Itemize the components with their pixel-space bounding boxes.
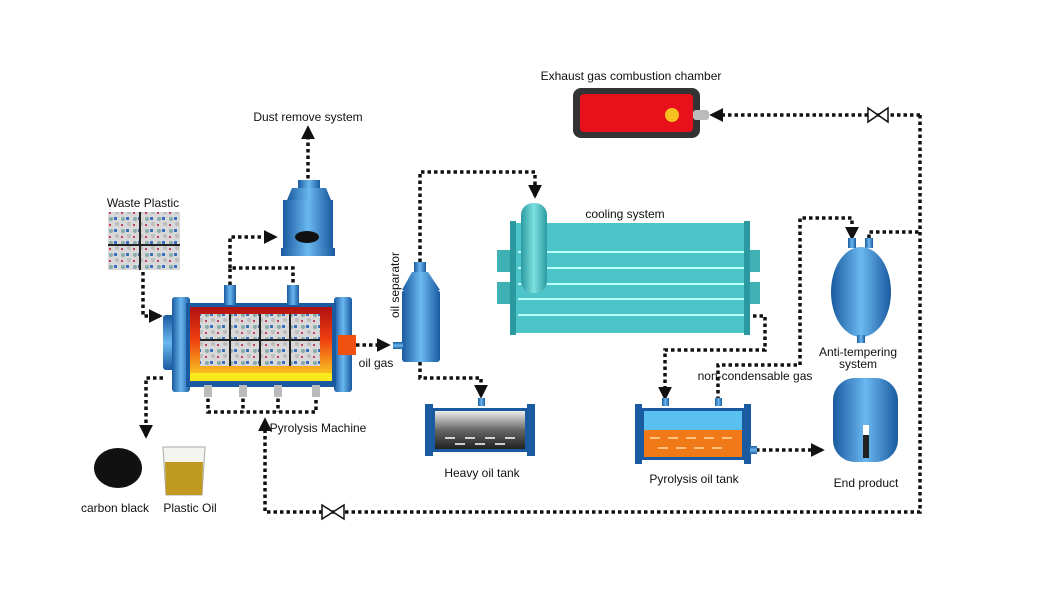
- flow-anti-tempering-out: [867, 230, 920, 238]
- flow-carbon-black: [139, 376, 163, 439]
- dust-remove-system: Dust remove system: [253, 110, 363, 256]
- cooling-label: cooling system: [585, 207, 664, 221]
- end-product-tank: End product: [833, 378, 899, 490]
- flow-to-heavy-oil: [418, 362, 488, 399]
- flow-to-pyrolysis-oil: [658, 314, 767, 401]
- exhaust-combustion-chamber: Exhaust gas combustion chamber: [541, 69, 722, 138]
- flow-non-condensable: [716, 216, 859, 400]
- flow-lines: [139, 108, 922, 514]
- waste-plastic-label: Waste Plastic: [107, 196, 179, 210]
- dust-label: Dust remove system: [253, 110, 362, 124]
- flow-burners: [206, 392, 318, 414]
- carbon-black-label: carbon black: [81, 501, 150, 515]
- anti-tempering-label-line2: system: [839, 357, 877, 371]
- flow-feed: [141, 272, 163, 323]
- cooling-system: cooling system: [497, 203, 760, 335]
- valve-icon[interactable]: [321, 503, 345, 521]
- flow-to-dust: [228, 237, 295, 285]
- flow-return-to-burners: [258, 115, 922, 514]
- pyrolysis-machine-label: Pyrolysis Machine: [270, 421, 367, 435]
- anti-tempering-label-line1: Anti-tempering: [819, 345, 897, 359]
- heavy-oil-tank: Heavy oil tank: [425, 398, 535, 480]
- pyrolysis-oil-tank: Pyrolysis oil tank non-condensable gas: [635, 369, 812, 486]
- waste-plastic: Waste Plastic: [107, 196, 180, 270]
- plastic-oil-beaker: Plastic Oil: [162, 446, 217, 515]
- flow-to-cooling: [418, 170, 542, 262]
- plastic-oil-label: Plastic Oil: [163, 501, 216, 515]
- flame-icon: [665, 108, 679, 122]
- oil-gas-label: oil gas: [359, 356, 394, 370]
- heavy-oil-tank-label: Heavy oil tank: [444, 466, 520, 480]
- non-condensable-gas-label: non-condensable gas: [698, 369, 813, 383]
- end-product-label: End product: [834, 476, 899, 490]
- pyrolysis-oil-tank-label: Pyrolysis oil tank: [649, 472, 739, 486]
- oil-separator: oil separator: [388, 252, 440, 362]
- valve-icon[interactable]: [867, 106, 889, 124]
- carbon-black: carbon black: [81, 448, 150, 515]
- anti-tempering-system: Anti-tempering system: [819, 238, 897, 371]
- exhaust-label: Exhaust gas combustion chamber: [541, 69, 722, 83]
- oil-separator-label: oil separator: [388, 252, 402, 318]
- pyrolysis-machine: Pyrolysis Machine oil gas: [163, 285, 393, 435]
